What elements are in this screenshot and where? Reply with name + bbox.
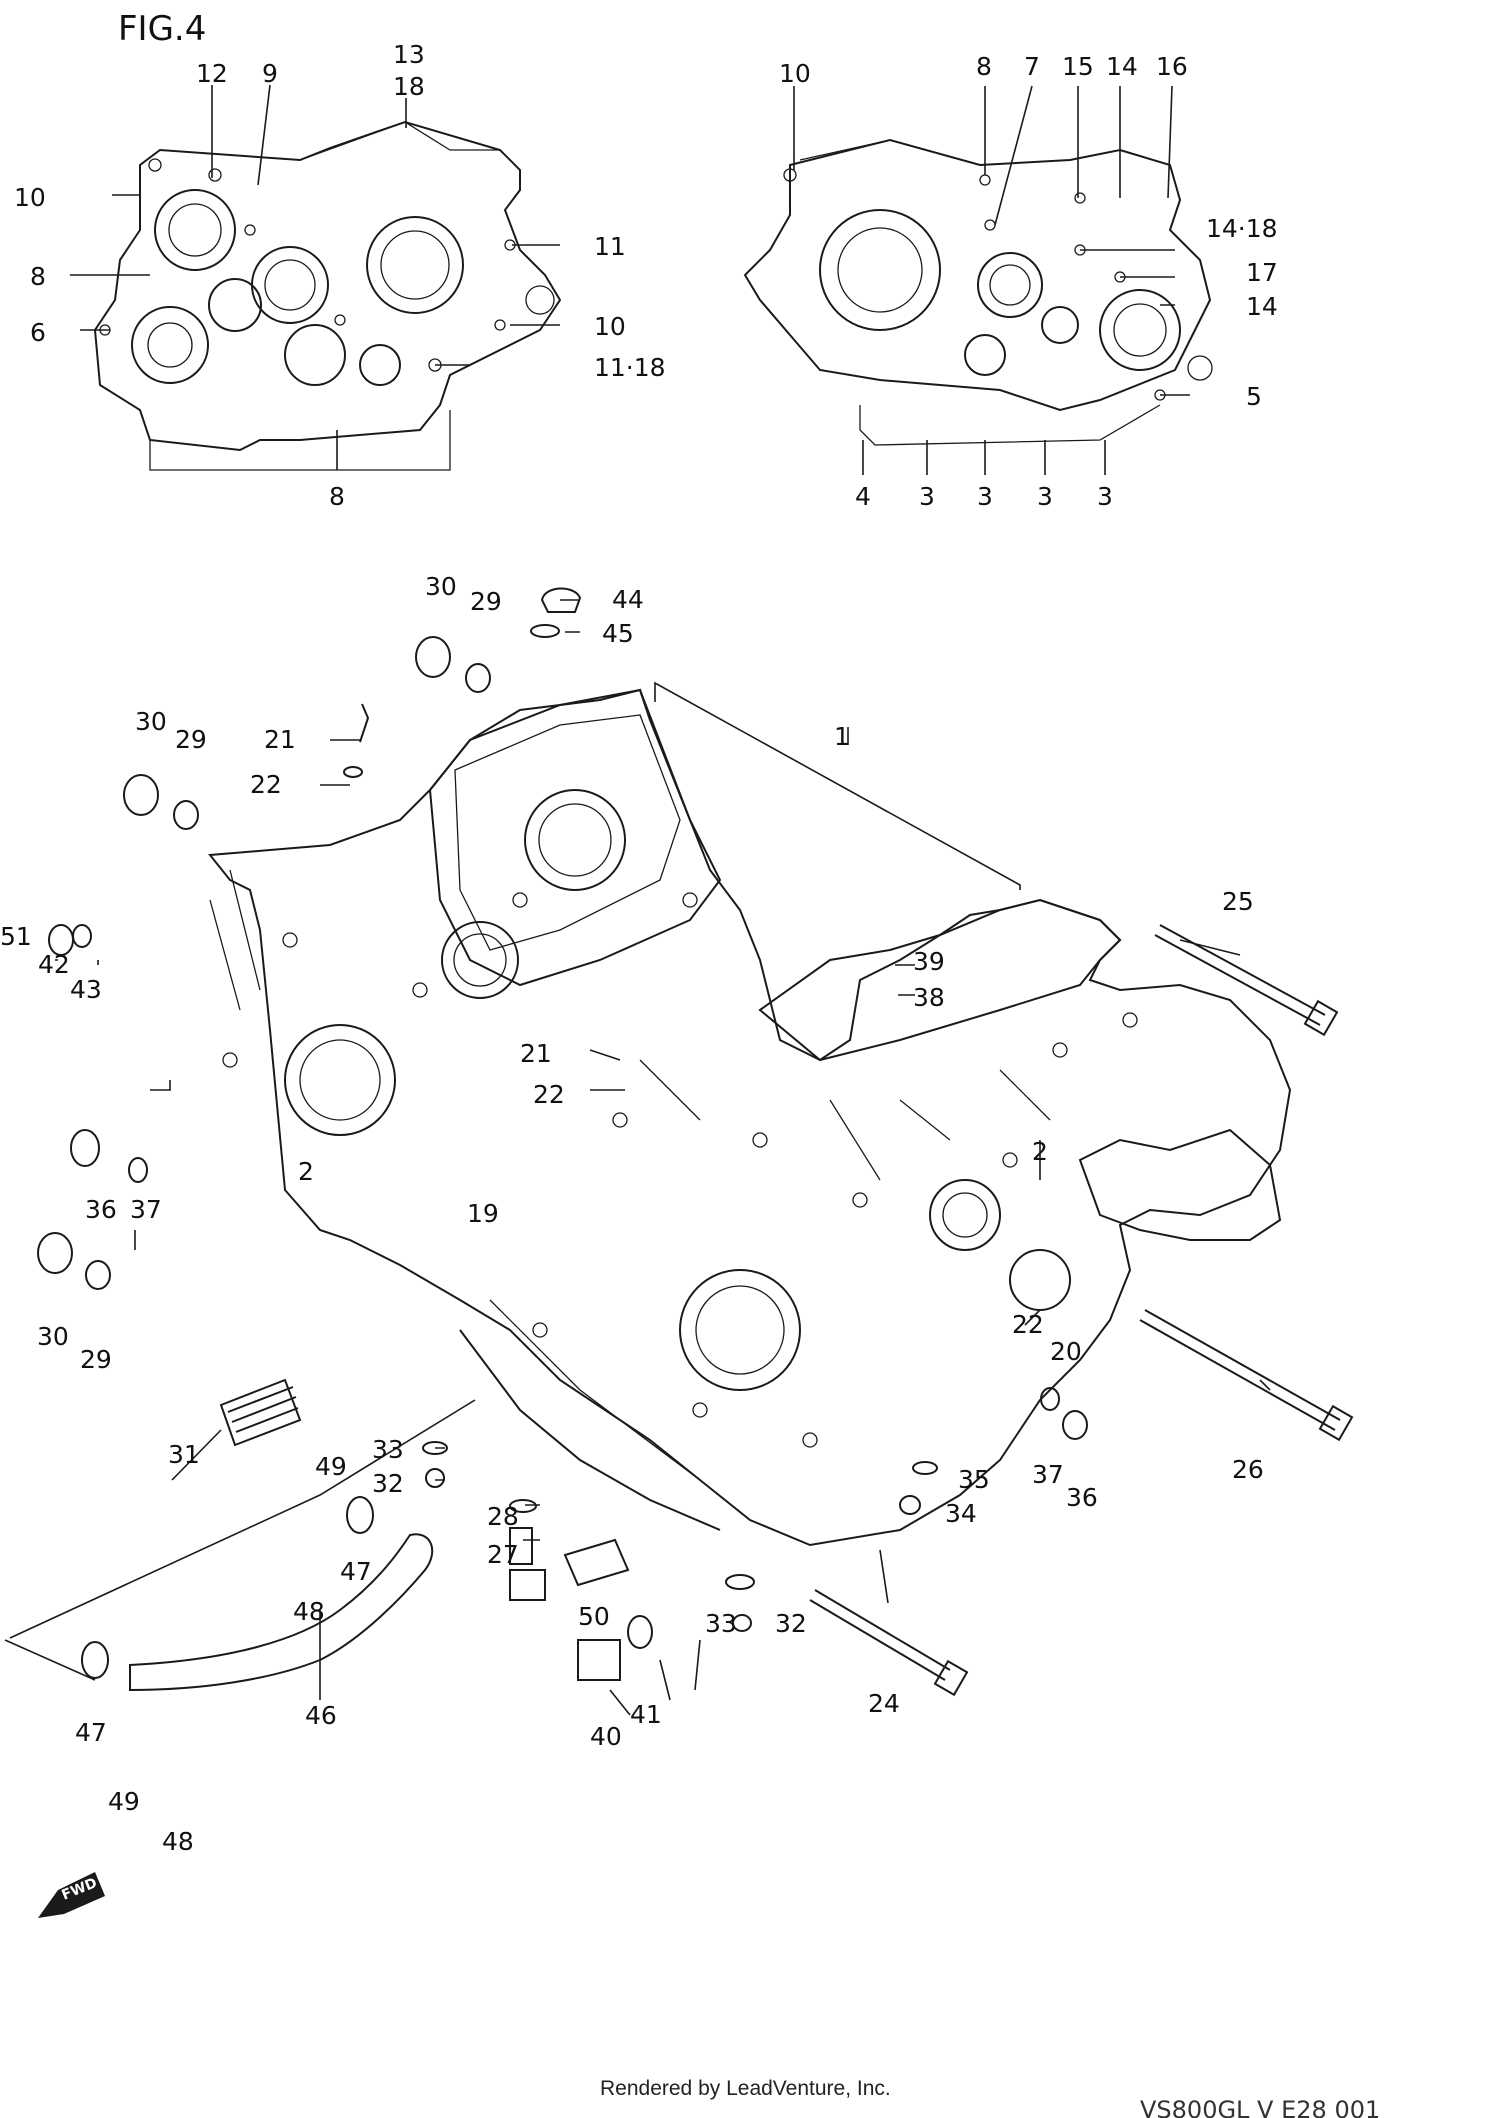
- callout-4: 4: [855, 482, 871, 511]
- callout-47: 47: [75, 1718, 107, 1747]
- callout-11: 11: [594, 232, 626, 261]
- callout-33: 33: [372, 1435, 404, 1464]
- callout-2: 2: [1032, 1137, 1048, 1166]
- callout-8: 8: [329, 482, 345, 511]
- callout-9: 9: [262, 59, 278, 88]
- figure-title: FIG.4: [118, 9, 206, 49]
- callout-32: 32: [372, 1469, 404, 1498]
- callout-32: 32: [775, 1609, 807, 1638]
- callout-48: 48: [162, 1827, 194, 1856]
- callout-15: 15: [1062, 52, 1094, 81]
- callout-38: 38: [913, 983, 945, 1012]
- callout-22: 22: [533, 1080, 565, 1109]
- callout-10: 10: [779, 59, 811, 88]
- callout-17: 17: [1246, 258, 1278, 287]
- callout-36: 36: [85, 1195, 117, 1224]
- callout-33: 33: [705, 1609, 737, 1638]
- callout-8: 8: [976, 52, 992, 81]
- callout-5: 5: [1246, 382, 1262, 411]
- drawing-code: VS800GL V E28 001: [1140, 2096, 1380, 2118]
- footer-credit: Rendered by LeadVenture, Inc.: [600, 2077, 891, 2100]
- callout-29: 29: [175, 725, 207, 754]
- callout-labels: 12 9 13 18 10 11 8 10 6 11·18 8 10 8 7 1…: [0, 40, 1278, 1856]
- callout-37: 37: [1032, 1460, 1064, 1489]
- callout-40: 40: [590, 1722, 622, 1751]
- callout-49: 49: [315, 1452, 347, 1481]
- callout-28: 28: [487, 1502, 519, 1531]
- callout-43: 43: [70, 975, 102, 1004]
- callout-51: 51: [0, 922, 32, 951]
- callout-11-18: 11·18: [594, 353, 666, 382]
- main-crankcase-assembly: FWD: [37, 587, 1354, 1918]
- callout-37: 37: [130, 1195, 162, 1224]
- callout-13: 13: [393, 40, 425, 69]
- callout-22: 22: [1012, 1310, 1044, 1339]
- leader-lines: [4, 84, 1271, 1716]
- callout-19: 19: [467, 1199, 499, 1228]
- inset-left-crankcase-half: [93, 120, 562, 471]
- callout-42: 42: [38, 950, 70, 979]
- callout-45: 45: [602, 619, 634, 648]
- callout-3: 3: [977, 482, 993, 511]
- callout-50: 50: [578, 1602, 610, 1631]
- callout-20: 20: [1050, 1337, 1082, 1366]
- callout-7: 7: [1024, 52, 1040, 81]
- callout-22: 22: [250, 770, 282, 799]
- callout-46: 46: [305, 1701, 337, 1730]
- forward-arrow-icon: [38, 1872, 105, 1918]
- callout-29: 29: [80, 1345, 112, 1374]
- callout-44: 44: [612, 585, 644, 614]
- callout-49: 49: [108, 1787, 140, 1816]
- callout-21: 21: [520, 1039, 552, 1068]
- callout-41: 41: [630, 1700, 662, 1729]
- callout-31: 31: [168, 1440, 200, 1469]
- callout-26: 26: [1232, 1455, 1264, 1484]
- callout-47: 47: [340, 1557, 372, 1586]
- callout-3: 3: [1097, 482, 1113, 511]
- callout-30: 30: [425, 572, 457, 601]
- callout-48: 48: [293, 1597, 325, 1626]
- callout-30: 30: [135, 707, 167, 736]
- callout-36: 36: [1066, 1483, 1098, 1512]
- callout-10: 10: [14, 183, 46, 212]
- callout-25: 25: [1222, 887, 1254, 916]
- callout-24: 24: [868, 1689, 900, 1718]
- callout-1: 1: [834, 722, 850, 751]
- callout-8: 8: [30, 262, 46, 291]
- inset-right-crankcase-half: [743, 138, 1213, 446]
- callout-2: 2: [298, 1157, 314, 1186]
- callout-14: 14: [1246, 292, 1278, 321]
- callout-29: 29: [470, 587, 502, 616]
- callout-3: 3: [919, 482, 935, 511]
- callout-3: 3: [1037, 482, 1053, 511]
- callout-30: 30: [37, 1322, 69, 1351]
- callout-14-18: 14·18: [1206, 214, 1278, 243]
- callout-6: 6: [30, 318, 46, 347]
- callout-18: 18: [393, 72, 425, 101]
- callout-16: 16: [1156, 52, 1188, 81]
- callout-34: 34: [945, 1499, 977, 1528]
- callout-27: 27: [487, 1540, 519, 1569]
- callout-10: 10: [594, 312, 626, 341]
- callout-14: 14: [1106, 52, 1138, 81]
- callout-39: 39: [913, 947, 945, 976]
- callout-12: 12: [196, 59, 228, 88]
- callout-21: 21: [264, 725, 296, 754]
- callout-35: 35: [958, 1465, 990, 1494]
